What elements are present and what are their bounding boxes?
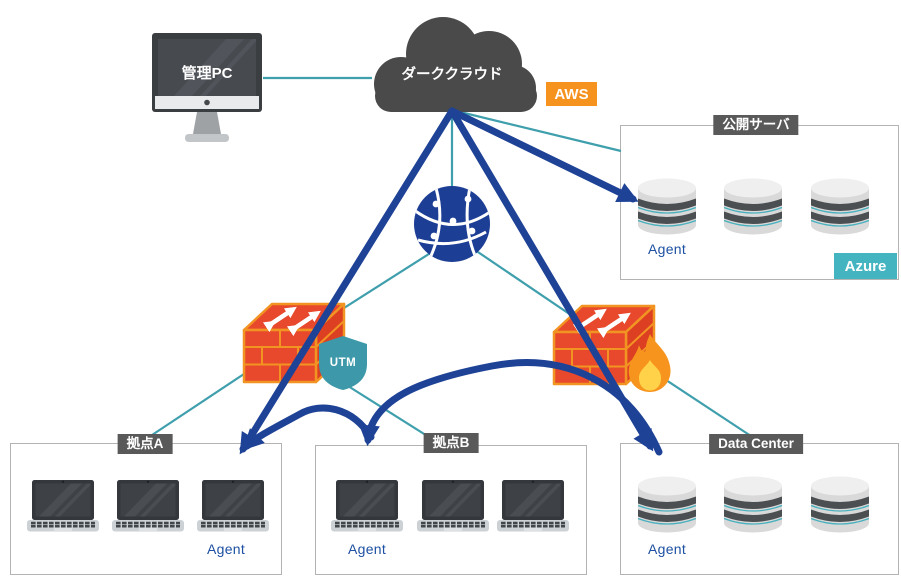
laptop-icon <box>112 480 184 532</box>
database-icon <box>638 476 696 534</box>
data-center-zone-label: Data Center <box>709 434 803 454</box>
agent-label-site-a: Agent <box>207 541 246 557</box>
network-lines <box>139 76 761 445</box>
laptop-icon <box>497 480 569 532</box>
site-b-zone-label: 拠点B <box>423 433 479 453</box>
site-b-laptops <box>331 480 569 532</box>
globe-icon <box>414 186 490 262</box>
site-a-laptops <box>27 480 269 532</box>
network-line <box>451 108 622 153</box>
management-pc-label: 管理PC <box>181 65 233 82</box>
azure-badge: Azure <box>834 253 897 279</box>
database-icon <box>638 178 696 236</box>
attack-arrow-cloud-to-site-a <box>239 107 456 455</box>
laptop-icon <box>197 480 269 532</box>
agent-label-data-center: Agent <box>648 541 687 557</box>
attack-arrow-data-center-to-site-b <box>358 359 663 456</box>
agent-label-public-server: Agent <box>648 241 687 257</box>
attack-arrows <box>239 107 663 456</box>
public-server-zone-label: 公開サーバ <box>713 115 799 135</box>
database-icon <box>811 178 869 236</box>
attack-arrow-cloud-to-public-server <box>448 107 639 203</box>
database-icon <box>811 476 869 534</box>
laptop-icon <box>331 480 403 532</box>
database-icon <box>724 178 782 236</box>
agent-label-site-b: Agent <box>348 541 387 557</box>
utm-label: UTM <box>329 357 357 369</box>
network-line <box>662 377 761 443</box>
attack-arrow-site-b-to-site-a <box>242 404 375 451</box>
monitor-icon <box>152 33 262 142</box>
network-line <box>139 367 254 444</box>
aws-badge: AWS <box>546 82 597 106</box>
laptop-icon <box>27 480 99 532</box>
public-server-databases <box>638 178 869 236</box>
dark-cloud-label: ダーククラウド <box>401 67 503 83</box>
database-icon <box>724 476 782 534</box>
site-a-zone-label: 拠点A <box>117 434 173 454</box>
laptop-icon <box>417 480 489 532</box>
data-center-databases <box>638 476 869 534</box>
